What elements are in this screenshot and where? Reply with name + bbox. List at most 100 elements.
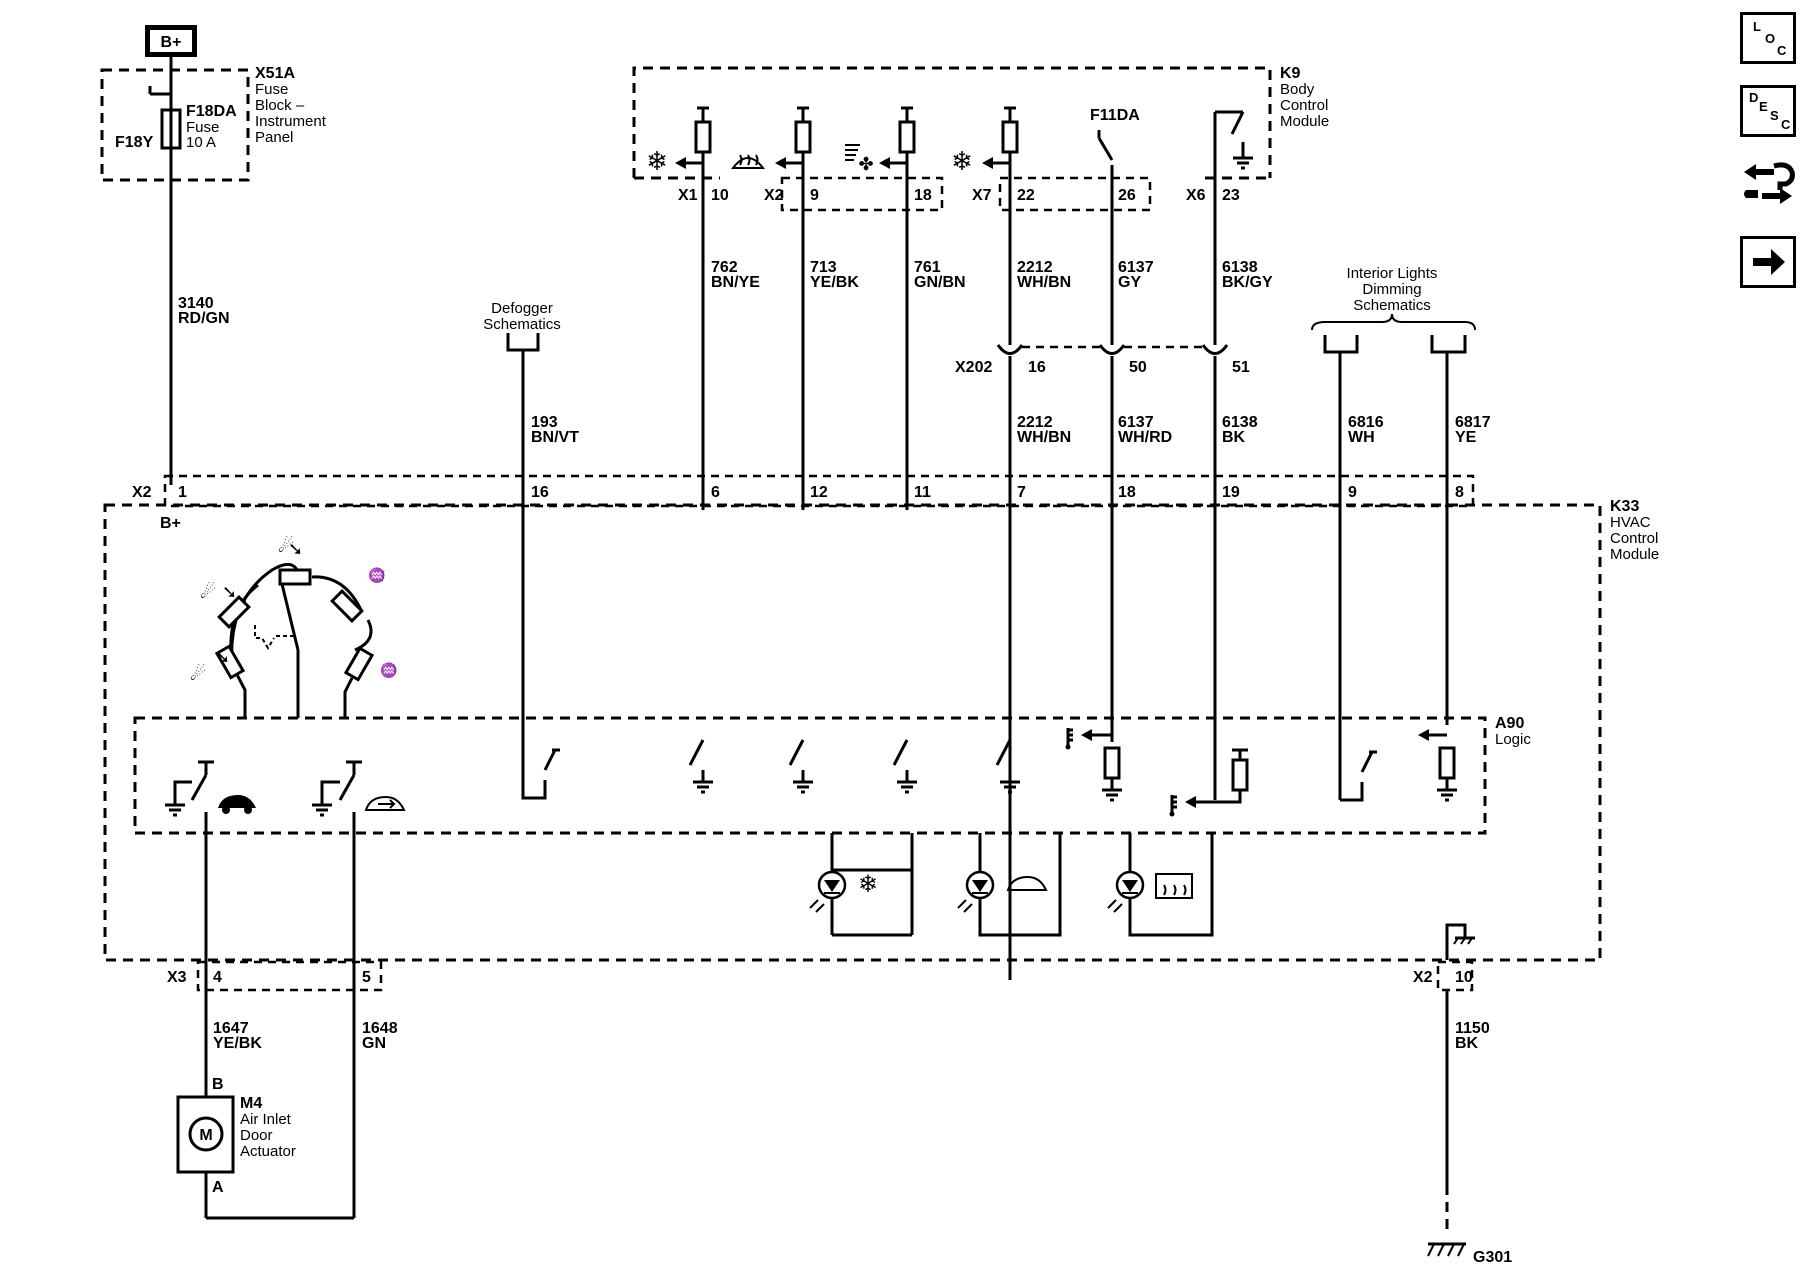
- x3-pin-5: 5: [362, 969, 371, 986]
- defrost-mode-icon: ♒: [368, 567, 385, 584]
- svg-text:⛆: ⛆: [372, 569, 385, 586]
- hvac-ground: [1427, 923, 1475, 1257]
- actuator-pin-b: B: [212, 1076, 224, 1093]
- loc-letter-o: O: [1765, 31, 1776, 46]
- interior-ref-3: Schematics: [1353, 297, 1431, 314]
- x2-pin-18: 18: [1118, 484, 1136, 501]
- arrow-right-icon: [1753, 249, 1785, 275]
- logic-name: Logic: [1495, 731, 1531, 748]
- rear-defog-indicator-icon: [1155, 873, 1193, 899]
- fuse-block-name-1: Fuse: [255, 81, 288, 98]
- rear-defog-indicator: [1107, 833, 1214, 937]
- wire-6137a-num: 6137: [1118, 259, 1154, 276]
- wire-6137b-num: 6137: [1118, 414, 1154, 431]
- recirc-indicator: [957, 833, 1062, 937]
- logic-id: A90: [1495, 715, 1524, 732]
- bcm-conn-4: X7: [972, 187, 992, 204]
- bcm-name-2: Control: [1280, 97, 1328, 114]
- svg-text:⛆: ⛆: [382, 663, 395, 680]
- bcm-pin-3: 18: [914, 187, 932, 204]
- loc-letter-c: C: [1777, 43, 1787, 58]
- wire-1648-num: 1648: [362, 1020, 398, 1037]
- ground-id: G301: [1473, 1249, 1512, 1266]
- bcm-name-1: Body: [1280, 81, 1315, 98]
- bcm-pin-4: 22: [1017, 187, 1035, 204]
- ac-indicator: ❄: [809, 833, 914, 937]
- bcm-fuse-label: F11DA: [1090, 107, 1140, 124]
- location-button[interactable]: L O C: [1740, 12, 1796, 64]
- wire-2212a-num: 2212: [1017, 259, 1053, 276]
- desc-letter-e: E: [1759, 99, 1768, 114]
- hvac-name-3: Module: [1610, 546, 1659, 563]
- diagnostics-button[interactable]: [1740, 158, 1796, 210]
- hvac-x2-label: X2: [132, 484, 152, 501]
- wire-193-color: BN/VT: [531, 429, 579, 446]
- wire-6817-color: YE: [1455, 429, 1477, 446]
- floor-defrost-mode-icon: ♒: [380, 662, 397, 679]
- svg-text:➘: ➘: [288, 539, 303, 559]
- switch-ground-2: [788, 739, 813, 794]
- x202-pin-1: 16: [1028, 359, 1046, 376]
- vent-mode-icon: ☄: [200, 582, 216, 602]
- fuse-block-name-3: Instrument: [255, 113, 327, 130]
- bcm-pin-5: 26: [1118, 187, 1136, 204]
- description-button[interactable]: D E S C: [1740, 85, 1796, 137]
- floor-mode-icon: ☄: [190, 664, 206, 684]
- actuator-id: M4: [240, 1095, 262, 1112]
- desc-letter-d: D: [1749, 90, 1759, 105]
- desc-letter-s: S: [1770, 108, 1779, 123]
- wire-6817-num: 6817: [1455, 414, 1491, 431]
- wire-6816-color: WH: [1348, 429, 1375, 446]
- hvac-gnd-conn: X2: [1413, 969, 1433, 986]
- actuator-name-3: Actuator: [240, 1143, 296, 1160]
- recirculation-icon: [218, 795, 256, 814]
- wire-2212a-color: WH/BN: [1017, 274, 1071, 291]
- wire-1647-color: YE/BK: [213, 1035, 262, 1052]
- defogger-reference: Defogger Schematics: [483, 300, 561, 790]
- outside-air-icon: [364, 795, 406, 811]
- logic-module: A90 Logic: [133, 715, 1531, 835]
- wire-6137a-color: GY: [1118, 274, 1141, 291]
- x3-pin-4: 4: [213, 969, 222, 986]
- rear-defog-switch: [521, 748, 560, 800]
- fuse-block-id: X51A: [255, 65, 295, 82]
- svg-text:➘: ➘: [222, 582, 237, 602]
- fuse-block-name-4: Panel: [255, 129, 293, 146]
- fuse-alt-id: F18Y: [115, 134, 154, 151]
- fuse-id: F18DA: [186, 103, 237, 120]
- interior-ref-2: Dimming: [1362, 281, 1421, 298]
- hvac-id: K33: [1610, 498, 1639, 515]
- fuse-type: Fuse: [186, 119, 219, 136]
- x2-pin-8: 8: [1455, 484, 1464, 501]
- body-control-module: K9 Body Control Module F11DA: [632, 65, 1329, 212]
- switch-ground-1: [688, 739, 713, 794]
- bcm-conn-2: X2: [764, 187, 784, 204]
- bcm-id: K9: [1280, 65, 1301, 82]
- bcm-switch-26: [1097, 130, 1114, 345]
- mode-position-sensor: ➘ ➘ ⛆ ➘ ⛆: [214, 539, 395, 718]
- wire-762-color: BN/YE: [711, 274, 760, 291]
- power-label: B+: [161, 34, 182, 51]
- svg-text:➘: ➘: [215, 647, 230, 667]
- hvac-name-1: HVAC: [1610, 514, 1651, 531]
- bcm-pin-6: 23: [1222, 187, 1240, 204]
- svg-text:☄: ☄: [278, 536, 294, 556]
- interior-ref-1: Interior Lights: [1347, 265, 1438, 282]
- hvac-bplus-label: B+: [160, 515, 181, 532]
- wire-713-num: 713: [810, 259, 837, 276]
- x2-pin-7: 7: [1017, 484, 1026, 501]
- actuator-name-2: Door: [240, 1127, 273, 1144]
- fuse-block: X51A Fuse Block – Instrument Panel F18DA…: [100, 65, 327, 485]
- wire-2212b-num: 2212: [1017, 414, 1053, 431]
- next-button[interactable]: [1740, 236, 1796, 288]
- outside-air-switch: [312, 760, 362, 1218]
- bcm-circuit-4: [982, 106, 1019, 345]
- resistor-circuit-19: [1169, 748, 1249, 817]
- x2-pin-11: 11: [914, 484, 931, 501]
- resistor-circuit-18: [1065, 728, 1122, 802]
- x202-pin-2: 50: [1129, 359, 1147, 376]
- desc-letter-c: C: [1781, 117, 1791, 132]
- ac-indicator-icon: ❄: [858, 871, 878, 898]
- wire-6816-num: 6816: [1348, 414, 1384, 431]
- bcm-conn-6: X6: [1186, 187, 1206, 204]
